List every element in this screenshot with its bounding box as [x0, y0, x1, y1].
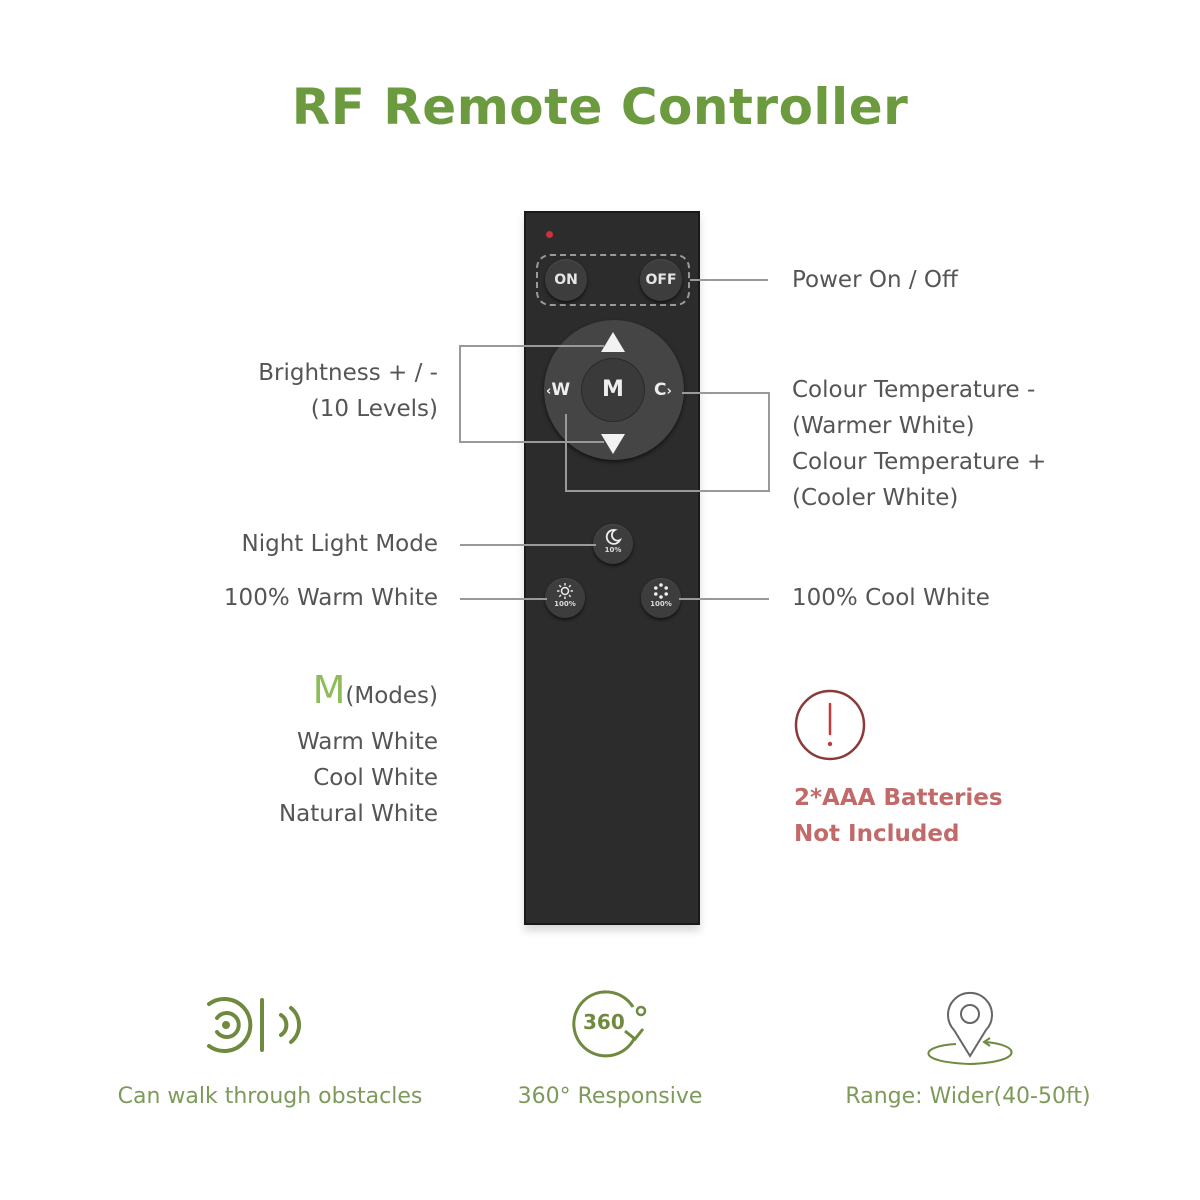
modes-suffix: (Modes): [345, 683, 438, 709]
feature-label-obstacles: Can walk through obstacles: [117, 1084, 423, 1109]
colour-temp-plus-connector: [682, 392, 770, 394]
exclamation-circle-icon: [794, 689, 866, 761]
warm-button[interactable]: ‹W: [546, 380, 570, 400]
warm-white-connector: [460, 598, 547, 600]
off-button[interactable]: OFF: [640, 259, 682, 301]
cool-white-label: 100% Cool White: [792, 585, 990, 611]
on-button[interactable]: ON: [545, 259, 587, 301]
page-title: RF Remote Controller: [291, 78, 909, 136]
colour-temp-bracket: [768, 392, 770, 492]
brightness-label: Brightness + / - (10 Levels): [150, 355, 438, 427]
battery-warning: 2*AAA Batteries Not Included: [794, 780, 1003, 852]
led-indicator: [546, 231, 553, 238]
feature-label-360: 360° Responsive: [517, 1084, 703, 1109]
cool-white-connector: [679, 598, 769, 600]
rotate-360-icon: 360: [572, 990, 647, 1058]
feature-label-range: Range: Wider(40-50ft): [845, 1084, 1091, 1109]
colour-temp-line: Colour Temperature -: [792, 377, 1036, 403]
brightness-connector: [459, 345, 604, 443]
chevron-right-icon: ›: [666, 384, 672, 399]
warm-white-percent: 100%: [554, 600, 576, 608]
power-connector: [690, 279, 768, 281]
warm-white-100-button[interactable]: 100%: [545, 578, 585, 618]
night-light-percent: 10%: [604, 546, 622, 554]
brightness-label-line2: (10 Levels): [310, 396, 438, 422]
warm-white-label: 100% Warm White: [223, 585, 438, 611]
night-light-label: Night Light Mode: [241, 531, 438, 557]
power-label: Power On / Off: [792, 267, 958, 293]
brightness-down-button[interactable]: [601, 434, 625, 454]
mode-item: Warm White: [296, 729, 438, 755]
cool-button-label: C: [654, 380, 667, 400]
modes-letter: M: [312, 668, 346, 712]
brightness-label-line1: Brightness + / -: [258, 360, 438, 386]
power-button-group: [536, 254, 690, 306]
remote-body: [524, 211, 700, 925]
battery-warning-line1: 2*AAA Batteries: [794, 785, 1003, 811]
cool-white-percent: 100%: [650, 600, 672, 608]
colour-temp-minus-connector: [565, 490, 770, 492]
warm-button-label: W: [551, 380, 571, 400]
colour-temp-line: (Cooler White): [792, 485, 959, 511]
cool-white-100-button[interactable]: 100%: [641, 578, 681, 618]
brightness-up-button[interactable]: [601, 332, 625, 352]
modes-list: Warm White Cool White Natural White: [150, 724, 438, 832]
rotate-360-text: 360: [583, 1010, 625, 1034]
mode-button[interactable]: M: [582, 359, 644, 421]
colour-temp-line: Colour Temperature +: [792, 449, 1047, 475]
cool-button[interactable]: C›: [654, 380, 672, 400]
cool-light-icon: [654, 583, 668, 599]
night-light-connector: [460, 544, 596, 546]
moon-icon: [605, 529, 622, 545]
sun-icon: [557, 583, 573, 599]
colour-temp-line: (Warmer White): [792, 413, 975, 439]
modes-heading: M(Modes): [150, 671, 438, 714]
warm-button-connector: [565, 414, 567, 492]
location-range-icon: [927, 991, 1013, 1066]
mode-item: Cool White: [313, 765, 438, 791]
colour-temp-label: Colour Temperature - (Warmer White) Colo…: [792, 372, 1046, 516]
mode-item: Natural White: [278, 801, 438, 827]
battery-warning-line2: Not Included: [794, 821, 960, 847]
night-light-button[interactable]: 10%: [593, 524, 633, 564]
signal-through-wall-icon: [207, 997, 302, 1053]
chevron-left-icon: ‹: [546, 384, 552, 399]
